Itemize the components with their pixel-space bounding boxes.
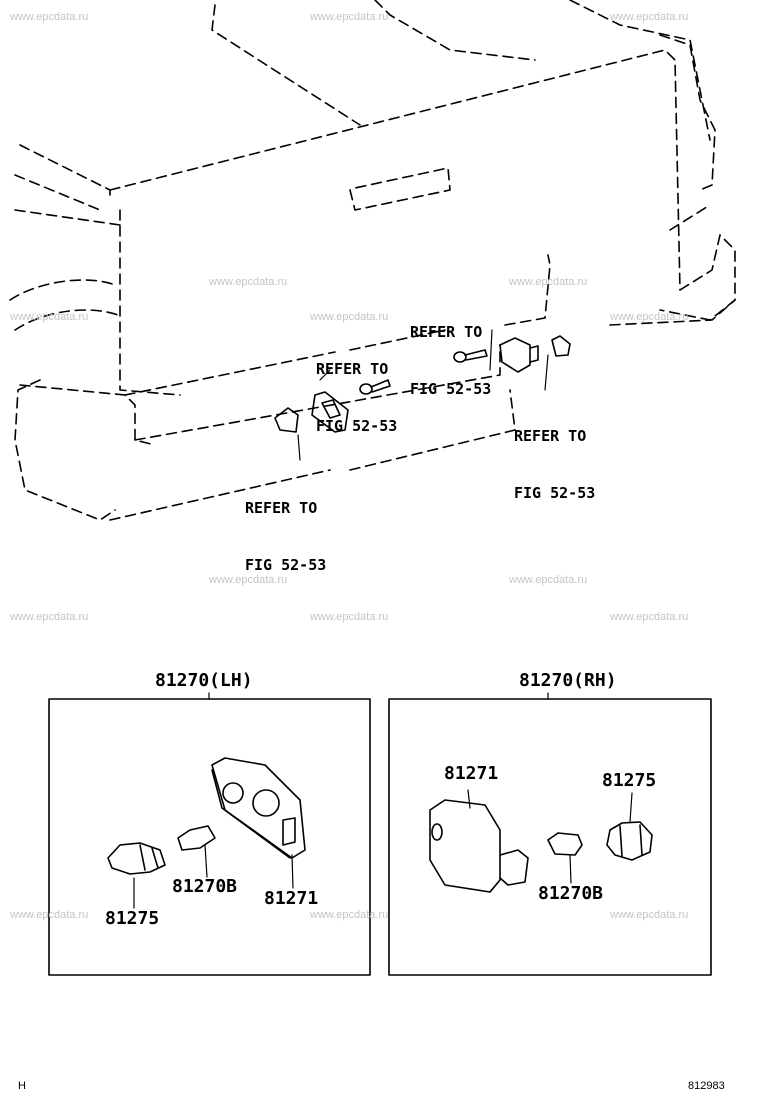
lh-socket-number: 81275 [105,908,160,929]
socket-small-left [274,407,299,433]
watermark: www.epcdata.ru [509,574,588,586]
lh-assembly-title: 81270(LH) [155,670,253,691]
refer-label: REFER TO FIG 52-53 [245,461,326,594]
footer-figure-number: 812983 [688,1080,725,1092]
refer-line2: FIG 52-53 [245,556,327,574]
watermark: www.epcdata.ru [610,11,689,23]
refer-line2: FIG 52-53 [514,484,596,502]
watermark: www.epcdata.ru [509,276,588,288]
watermark: www.epcdata.ru [10,909,89,921]
footer-left-code: H [18,1080,26,1092]
watermark: www.epcdata.ru [610,909,689,921]
rh-assembly-frame [388,698,712,976]
watermark: www.epcdata.ru [310,611,389,623]
watermark: www.epcdata.ru [610,611,689,623]
screw-right [453,349,488,363]
refer-line1: REFER TO [514,427,587,445]
refer-label: REFER TO FIG 52-53 [514,389,595,522]
refer-label: REFER TO FIG 52-53 [316,322,397,455]
rh-housing-number: 81271 [444,763,499,784]
watermark: www.epcdata.ru [10,11,89,23]
watermark: www.epcdata.ru [310,909,389,921]
rh-socket [606,821,653,861]
socket-small-right [551,335,571,357]
refer-label: REFER TO FIG 52-53 [410,285,491,418]
watermark: www.epcdata.ru [209,574,288,586]
leader-lines-upper [297,329,549,461]
watermark: www.epcdata.ru [310,311,389,323]
watermark: www.epcdata.ru [10,611,89,623]
refer-line2: FIG 52-53 [316,417,398,435]
watermark: www.epcdata.ru [209,276,288,288]
watermark: www.epcdata.ru [10,311,89,323]
rh-assembly-title: 81270(RH) [519,670,617,691]
lh-bulb-number: 81270B [172,876,238,897]
refer-line1: REFER TO [316,360,389,378]
refer-line1: REFER TO [410,323,483,341]
screw-left [359,379,391,395]
lh-lamp-housing [211,757,306,859]
lh-bulb [177,825,216,851]
lamp-housing-right-small [499,337,539,373]
watermark: www.epcdata.ru [610,311,689,323]
watermark: www.epcdata.ru [310,11,389,23]
refer-line2: FIG 52-53 [410,380,492,398]
rh-socket-number: 81275 [602,770,657,791]
lh-housing-number: 81271 [264,888,319,909]
lh-socket [107,842,166,875]
leader-lines-lower [133,789,633,909]
rh-lamp-housing [429,799,529,893]
lh-assembly-frame [48,698,371,976]
rh-bulb [547,832,583,856]
vehicle-body-dashed [9,0,736,521]
lamp-housing-left-small [311,391,349,433]
rh-bulb-number: 81270B [538,883,604,904]
refer-line1: REFER TO [245,499,318,517]
